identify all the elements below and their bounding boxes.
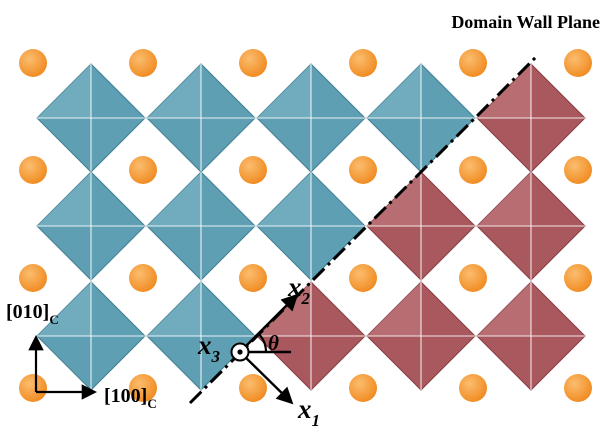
x1-subscript: 1	[312, 411, 321, 430]
octahedron-red	[476, 63, 586, 173]
circled-dot-center	[237, 349, 243, 355]
octahedron-blue	[256, 63, 366, 173]
x2-subscript: 2	[301, 289, 311, 308]
octahedron-red	[476, 281, 586, 391]
domain-wall-line	[188, 53, 540, 405]
x1-arrow-icon	[239, 351, 294, 405]
atom	[239, 374, 267, 402]
atom	[129, 49, 157, 77]
domain-wall-title: Domain Wall Plane	[451, 12, 600, 32]
octahedron-facet	[477, 282, 531, 336]
octahedron-blue	[36, 63, 146, 173]
x3-subscript: 3	[211, 347, 221, 366]
angle-arc	[257, 332, 268, 353]
octahedron-blue	[36, 281, 146, 391]
atom	[349, 49, 377, 77]
atom	[239, 49, 267, 77]
octahedron-red	[366, 281, 476, 391]
atom	[129, 264, 157, 292]
atom	[564, 156, 592, 184]
axis-y-label: [010]C	[6, 301, 59, 327]
atom	[239, 156, 267, 184]
atom	[349, 374, 377, 402]
x3-label: x3	[197, 330, 221, 366]
octahedron-facet	[257, 172, 311, 226]
atom	[459, 156, 487, 184]
atom	[239, 264, 267, 292]
atom	[564, 49, 592, 77]
octahedron-facet	[367, 64, 421, 118]
octahedron-blue	[146, 281, 256, 391]
octahedron-facet	[147, 64, 201, 118]
atom	[349, 264, 377, 292]
atom	[19, 264, 47, 292]
atom	[459, 374, 487, 402]
octahedron-facet	[147, 172, 201, 226]
octahedron-facet	[367, 282, 421, 336]
octahedron-red	[476, 171, 586, 281]
atom	[459, 264, 487, 292]
atom-layer	[19, 49, 592, 402]
axis-x-subscript: C	[147, 396, 156, 411]
atom	[129, 374, 157, 402]
theta-label: θ	[268, 331, 279, 355]
octahedra-layer	[36, 63, 586, 391]
atom	[564, 374, 592, 402]
atom	[129, 156, 157, 184]
x2-label: x2	[287, 272, 311, 308]
octahedron-facet	[257, 64, 311, 118]
octahedron-facet	[477, 172, 531, 226]
octahedron-facet	[37, 282, 91, 336]
axis-x-label: [100]C	[104, 385, 157, 411]
octahedron-facet	[37, 64, 91, 118]
x1-label: x1	[297, 394, 320, 430]
atom	[349, 156, 377, 184]
octahedron-blue	[366, 63, 476, 173]
atom	[19, 374, 47, 402]
atom	[19, 49, 47, 77]
atom	[459, 49, 487, 77]
octahedron-blue	[36, 171, 146, 281]
octahedron-facet	[37, 172, 91, 226]
octahedron-facet	[147, 282, 201, 336]
cubic-axes: [010]C [100]C	[6, 301, 157, 411]
axis-y-subscript: C	[49, 312, 58, 327]
octahedron-blue	[146, 63, 256, 173]
octahedron-blue	[256, 171, 366, 281]
atom	[19, 156, 47, 184]
local-axes: θ x3 x2 x1	[197, 272, 320, 430]
octahedron-red	[366, 171, 476, 281]
atom	[564, 264, 592, 292]
octahedron-blue	[146, 171, 256, 281]
x2-arrow-icon	[239, 293, 299, 353]
